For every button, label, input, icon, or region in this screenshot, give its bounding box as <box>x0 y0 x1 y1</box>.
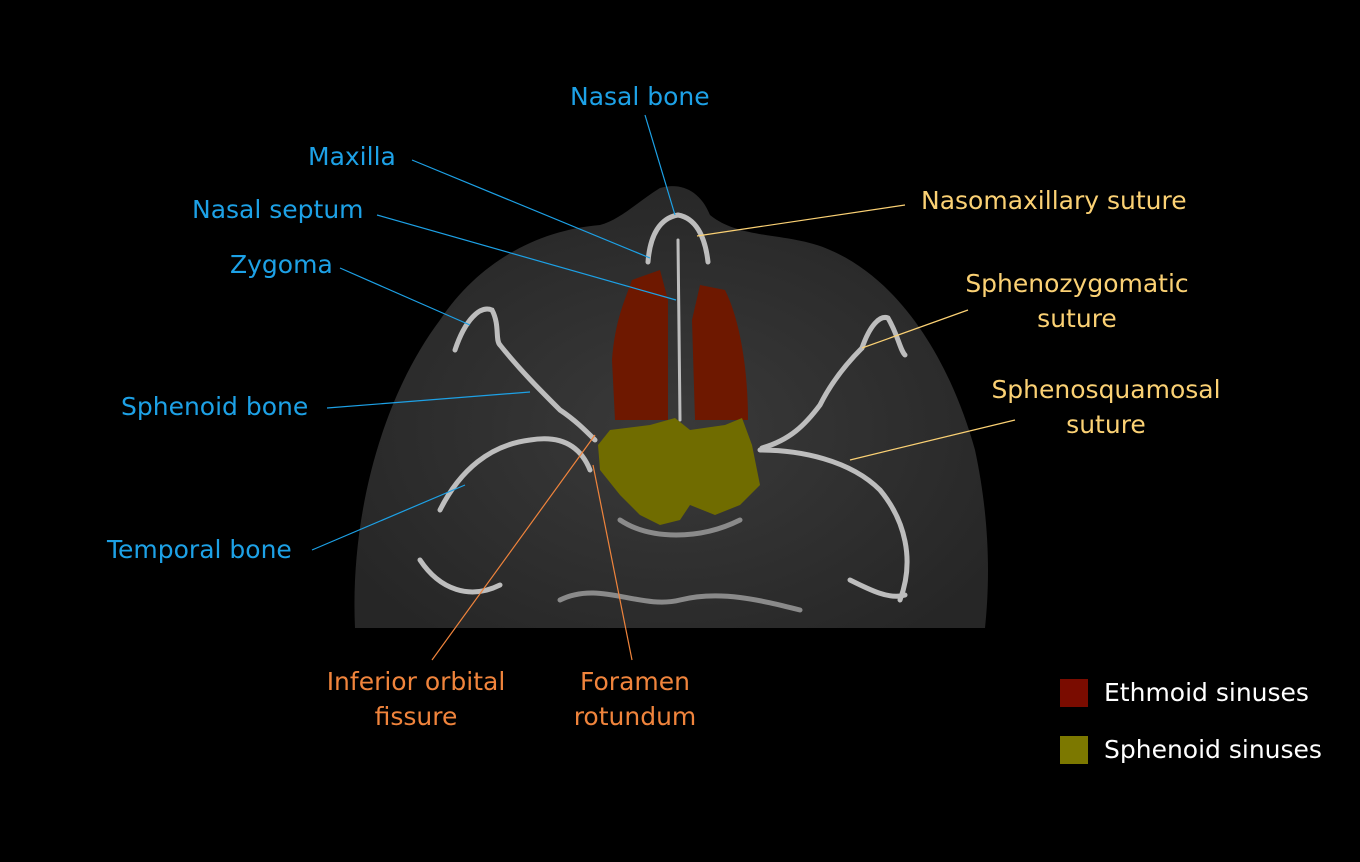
nasal-septum-shape <box>676 238 682 422</box>
nasal-bone-shape <box>645 212 711 265</box>
legend-swatch-ethmoid <box>1060 678 1088 707</box>
legend-item-sphenoid: Sphenoid sinuses <box>1060 735 1322 764</box>
label-sphenozygomatic-suture: Sphenozygomatic suture <box>960 266 1194 336</box>
label-inferior-orbital-fissure: Inferior orbital fissure <box>316 664 516 734</box>
legend-label: Ethmoid sinuses <box>1104 678 1309 707</box>
label-line: suture <box>1066 410 1146 439</box>
soft-tissue <box>354 186 988 628</box>
skull-base-shape <box>557 517 803 613</box>
right-sphenoid-wing <box>759 345 865 451</box>
label-foramen-rotundum: Foramen rotundum <box>565 664 705 734</box>
sphenosquamosal-suture-leader <box>849 419 1016 461</box>
label-line: rotundum <box>573 702 697 731</box>
label-nasal-septum: Nasal septum <box>192 195 364 224</box>
ethmoid-sinus-right <box>692 285 748 420</box>
foramen-rotundum-leader <box>592 464 633 661</box>
label-line: Sphenosquamosal <box>991 375 1221 404</box>
sphenoid-bone-leader <box>326 391 531 409</box>
nasal-bone-leader <box>644 114 676 216</box>
label-nasal-bone: Nasal bone <box>570 82 710 111</box>
legend-item-ethmoid: Ethmoid sinuses <box>1060 678 1309 707</box>
left-zygoma-shape <box>452 306 503 353</box>
label-line: Sphenozygomatic <box>965 269 1189 298</box>
label-sphenoid-bone: Sphenoid bone <box>121 392 309 421</box>
sphenoid-sinus <box>598 418 760 525</box>
sphenozygomatic-suture-leader <box>861 309 969 349</box>
right-zygoma-shape <box>859 315 908 358</box>
label-temporal-bone: Temporal bone <box>107 535 292 564</box>
right-temporal-shape <box>757 447 910 603</box>
label-line: Inferior orbital <box>326 667 506 696</box>
label-zygoma: Zygoma <box>230 250 333 279</box>
temporal-bone-leader <box>311 484 466 551</box>
label-sphenosquamosal-suture: Sphenosquamosal suture <box>988 372 1224 442</box>
label-line: suture <box>1037 304 1117 333</box>
inferior-orbital-fissure-leader <box>431 434 596 661</box>
maxilla-leader <box>411 159 651 259</box>
label-line: fissure <box>374 702 458 731</box>
nasal-septum-leader <box>376 214 677 301</box>
label-nasomaxillary-suture: Nasomaxillary suture <box>921 186 1187 215</box>
zygoma-leader <box>339 267 471 326</box>
left-temporal-shape <box>417 436 593 595</box>
label-line: Foramen <box>580 667 690 696</box>
left-sphenoid-wing <box>497 342 598 443</box>
ethmoid-sinus-left <box>612 270 668 420</box>
label-maxilla: Maxilla <box>308 142 396 171</box>
legend-label: Sphenoid sinuses <box>1104 735 1322 764</box>
legend-swatch-sphenoid <box>1060 735 1088 764</box>
nasomaxillary-suture-leader <box>696 204 906 237</box>
